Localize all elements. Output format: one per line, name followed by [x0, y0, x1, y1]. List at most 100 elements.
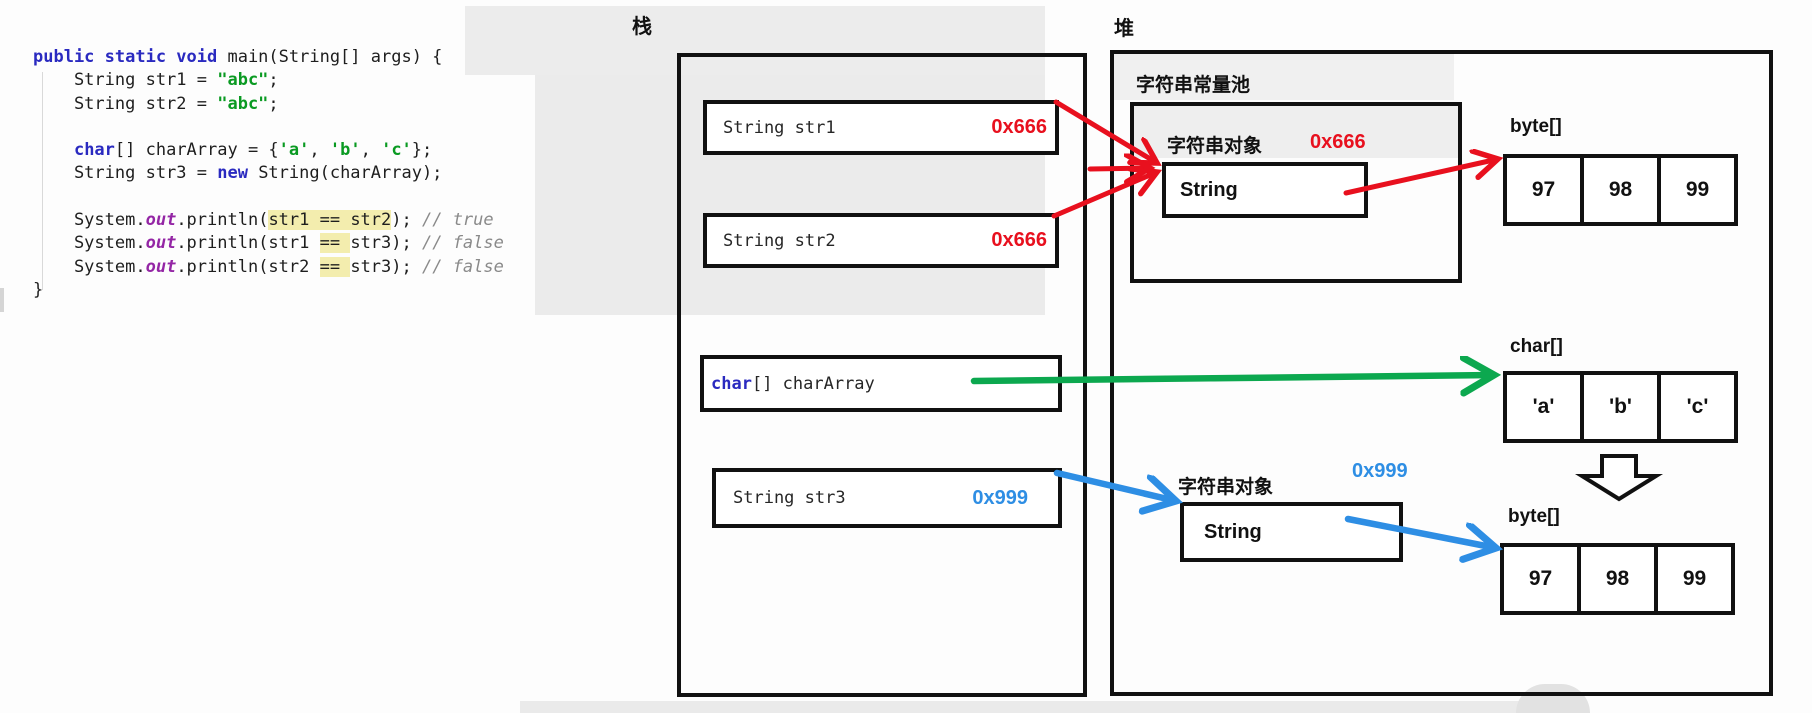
- bottom-right-blob: [1516, 684, 1590, 713]
- bottom-window-edge: [520, 701, 1530, 713]
- stack-zone-label: 栈: [632, 16, 652, 38]
- code-token: "abc": [217, 93, 269, 114]
- code-line: [33, 116, 504, 139]
- string-class-name: String: [1180, 178, 1238, 201]
- code-token: String str3 =: [33, 163, 218, 184]
- code-token: System.: [33, 256, 146, 277]
- code-line: }: [33, 279, 504, 302]
- code-line: System.out.println(str1 == str3); // fal…: [33, 232, 504, 255]
- string-object-label: 字符串对象: [1178, 477, 1274, 498]
- code-line: String str3 = new String(charArray);: [33, 162, 504, 185]
- code-indent-guide: [42, 72, 43, 290]
- code-token: );: [391, 210, 422, 231]
- char-array-label: char[]: [1510, 336, 1563, 357]
- var-address: 0x666: [991, 229, 1047, 251]
- code-token: String(charArray);: [247, 163, 443, 184]
- code-token: ,: [360, 140, 382, 161]
- string-object-box: String: [1180, 502, 1403, 562]
- array-cell: 'c': [1657, 371, 1738, 443]
- background-wash-top: [465, 6, 1045, 75]
- java-code-panel: public static void main(String[] args) {…: [33, 46, 504, 302]
- array-cell: 99: [1654, 543, 1735, 615]
- code-token: [33, 140, 74, 160]
- code-line: System.out.println(str1 == str2); // tru…: [33, 209, 504, 232]
- code-token: out: [145, 233, 177, 254]
- var-decl: String str2: [723, 231, 836, 251]
- code-token: System.: [33, 210, 146, 231]
- code-line: public static void main(String[] args) {: [33, 46, 504, 69]
- code-token: out: [145, 256, 177, 277]
- string-object-address: 0x666: [1310, 131, 1366, 153]
- code-token: ;: [268, 70, 279, 91]
- code-token: ;: [268, 93, 279, 114]
- code-token: out: [145, 210, 177, 231]
- code-token: String str2 =: [33, 93, 218, 114]
- code-token: ,: [309, 140, 330, 161]
- code-token: main(String[] args) {: [227, 47, 443, 67]
- code-token: String str1: [723, 117, 836, 138]
- string-object-label: 字符串对象: [1167, 136, 1263, 157]
- code-line: String str1 = "abc";: [33, 69, 504, 92]
- code-token: [] charArray: [751, 373, 875, 394]
- left-edge-mark: [0, 288, 4, 312]
- stack-var-str1: String str1 0x666: [703, 100, 1059, 155]
- var-decl: String str3: [733, 488, 846, 508]
- stack-var-str3: String str3 0x999: [712, 468, 1062, 528]
- array-cell: 97: [1503, 154, 1584, 226]
- code-token: // true: [421, 210, 494, 231]
- stack-var-str2: String str2 0x666: [703, 213, 1059, 268]
- code-token: 'a': [278, 140, 310, 161]
- code-line: [33, 186, 504, 209]
- code-token: str3);: [350, 256, 422, 277]
- array-cell: 97: [1500, 543, 1581, 615]
- var-address: 0x666: [991, 116, 1047, 138]
- code-token: char: [73, 140, 115, 161]
- var-address: 0x999: [972, 486, 1028, 509]
- code-token: .println(: [176, 210, 269, 231]
- code-token: ==: [319, 233, 351, 254]
- code-token: };: [411, 140, 433, 161]
- code-token: new: [217, 163, 248, 184]
- code-token: String str1 =: [33, 70, 218, 91]
- char-array: 'a''b''c': [1503, 371, 1738, 443]
- code-line: char[] charArray = {'a', 'b', 'c'};: [33, 139, 504, 162]
- code-token: public static void: [33, 47, 228, 67]
- array-cell: 'a': [1503, 371, 1584, 443]
- array-cell: 'b': [1580, 371, 1661, 443]
- code-token: char: [711, 373, 752, 394]
- code-token: // false: [421, 256, 504, 277]
- code-token: str1 == str2: [268, 210, 392, 231]
- byte-array-label: byte[]: [1508, 506, 1560, 527]
- string-class-name: String: [1204, 520, 1262, 543]
- code-token: String str2: [723, 230, 836, 251]
- code-token: .println(str2: [176, 256, 320, 277]
- array-cell: 99: [1657, 154, 1738, 226]
- code-token: // false: [421, 233, 504, 254]
- constant-pool-label: 字符串常量池: [1136, 75, 1251, 96]
- array-cell: 98: [1577, 543, 1658, 615]
- code-token: }: [33, 279, 44, 300]
- code-token: 'b': [329, 140, 361, 161]
- heap-zone-label: 堆: [1114, 18, 1134, 40]
- heap-top-wash: [1114, 54, 1454, 100]
- code-token: System.: [33, 233, 146, 254]
- array-cell: 98: [1580, 154, 1661, 226]
- code-line: System.out.println(str2 == str3); // fal…: [33, 256, 504, 279]
- var-decl: String str1: [723, 118, 836, 138]
- pool-top-wash: [1134, 106, 1458, 158]
- string-object-address: 0x999: [1352, 460, 1408, 482]
- string-object-box: String: [1162, 162, 1368, 218]
- code-token: "abc": [217, 70, 269, 91]
- var-decl: char[] charArray: [711, 374, 875, 394]
- code-token: ==: [319, 256, 351, 277]
- code-token: [] charArray = {: [114, 140, 279, 161]
- byte-array-label: byte[]: [1510, 116, 1562, 137]
- code-token: .println(str1: [176, 233, 320, 254]
- code-line: String str2 = "abc";: [33, 93, 504, 116]
- code-token: str3);: [350, 233, 422, 254]
- code-token: 'c': [381, 140, 412, 161]
- code-token: String str3: [733, 488, 846, 508]
